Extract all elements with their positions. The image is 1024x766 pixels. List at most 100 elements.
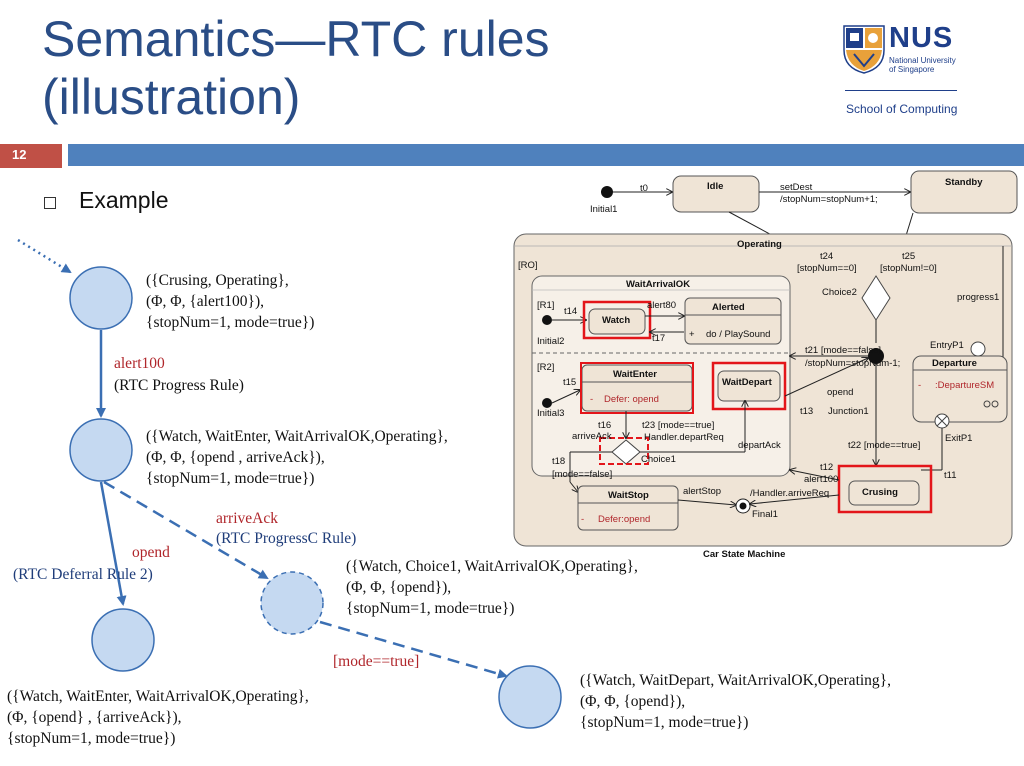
waitstop-label: WaitStop	[608, 490, 649, 501]
idle-label: Idle	[707, 181, 724, 192]
title-line-2: (illustration)	[42, 69, 301, 125]
t17-label: t17	[652, 333, 666, 344]
state-1-line-2: (Φ, Φ, {alert100}),	[146, 293, 265, 310]
waitenter-label: WaitEnter	[613, 369, 657, 380]
handler-depart-label: Handler.departReq	[644, 432, 724, 443]
logo-line-2: of Singapore	[889, 65, 935, 74]
state-5-line-1: ({Watch, WaitDepart, WaitArrivalOK,Opera…	[580, 672, 891, 689]
crusing-label: Crusing	[862, 487, 898, 498]
initial2-dot	[542, 315, 552, 325]
ro-label: [RO]	[518, 260, 538, 271]
state-node-4	[91, 608, 155, 672]
waitstop-state	[577, 485, 679, 531]
choice2-label: Choice2	[822, 287, 857, 298]
watch-state	[588, 308, 646, 335]
t14-label: t14	[564, 306, 578, 317]
state-1-label: ({Crusing, Operating}, (Φ, Φ, {alert100}…	[146, 270, 314, 333]
idle-state	[672, 175, 760, 213]
defer-opend2-label: Defer:opend	[598, 514, 651, 525]
highlight-crusing	[837, 464, 933, 514]
entryp1-label: EntryP1	[930, 340, 964, 351]
state-2-line-2: (Φ, Φ, {opend , arriveAck}),	[146, 449, 325, 466]
nus-crest-icon	[843, 25, 885, 74]
state-3-label: ({Watch, Choice1, WaitArrivalOK,Operatin…	[346, 556, 638, 619]
alerted-label: Alerted	[712, 302, 745, 313]
logo-divider	[845, 90, 957, 91]
state-1-line-3: {stopNum=1, mode=true})	[146, 314, 315, 331]
state-node-2	[69, 418, 133, 482]
edge-1-event: alert100	[114, 355, 165, 372]
initial1-label: Initial1	[590, 204, 618, 215]
logo-abbr: NUS	[889, 22, 954, 54]
logo-line-1: National University	[889, 56, 956, 65]
state-node-5	[498, 665, 562, 729]
crusing-state	[848, 480, 920, 506]
slide-number-box	[0, 144, 62, 168]
r2-label: [R2]	[537, 362, 555, 373]
edge-1-rule: (RTC Progress Rule)	[114, 377, 244, 394]
setdest-label: setDest	[780, 182, 813, 193]
alertstop-label: alertStop	[683, 486, 722, 497]
t21-label: t21 [mode==false]	[805, 345, 882, 356]
t12-label: t12	[820, 462, 834, 473]
t22-label: t22 [mode==true]	[848, 440, 921, 451]
entryp1-point	[970, 341, 986, 357]
state-4-label: ({Watch, WaitEnter, WaitArrivalOK,Operat…	[7, 686, 309, 749]
state-3-line-2: (Φ, Φ, {opend}),	[346, 579, 452, 596]
t18-label: t18	[552, 456, 566, 467]
waitenter-minus: -	[590, 394, 594, 405]
t24-guard-label: [stopNum==0]	[797, 263, 857, 274]
t16-label: t16	[598, 420, 612, 431]
state-2-line-1: ({Watch, WaitEnter, WaitArrivalOK,Operat…	[146, 428, 448, 445]
defer-opend-label: Defer: opend	[604, 394, 659, 405]
arriveack-label: arriveAck	[572, 431, 612, 442]
exitp1-label: ExitP1	[945, 433, 973, 444]
incoming-edge	[17, 238, 72, 274]
initial1-dot	[601, 186, 613, 198]
t11-label: t11	[944, 470, 957, 481]
edge-mode-true	[319, 620, 508, 679]
t21-action-label: /stopNum=stopNum-1;	[805, 358, 901, 369]
state-2-label: ({Watch, WaitEnter, WaitArrivalOK,Operat…	[146, 426, 448, 489]
logo-school: School of Computing	[846, 102, 958, 116]
initial2-label: Initial2	[537, 336, 565, 347]
edge-3-event: arriveAck	[216, 510, 278, 527]
logo-university: National University of Singapore	[889, 56, 956, 74]
state-1-line-1: ({Crusing, Operating},	[146, 272, 289, 289]
t18-guard-label: [mode==false]	[552, 469, 613, 480]
state-2-line-3: {stopNum=1, mode=true})	[146, 470, 315, 487]
initial3-dot	[542, 398, 552, 408]
final1-label: Final1	[752, 509, 778, 520]
progress1-label: progress1	[957, 292, 1000, 303]
alert80-label: alert80	[647, 300, 677, 311]
state-3-line-3: {stopNum=1, mode=true})	[346, 600, 515, 617]
title-line-1: Semantics—RTC rules	[42, 11, 550, 67]
departure-sub-label: :DepartureSM	[935, 380, 995, 391]
slide-number: 12	[12, 147, 27, 162]
initial3-label: Initial3	[537, 408, 565, 419]
t25-label: t25	[902, 251, 916, 262]
title-bar	[68, 144, 1024, 166]
alert100-label: alert100	[804, 474, 839, 485]
state-node-1	[69, 266, 133, 330]
t23-label: t23 [mode==true]	[642, 420, 715, 431]
alerted-plus: +	[689, 329, 695, 340]
highlight-watch	[582, 300, 652, 340]
highlight-waitdepart	[711, 361, 787, 411]
highlight-waitenter	[580, 362, 694, 414]
standby-state	[910, 170, 1018, 214]
t25-guard-label: [stopNum!=0]	[880, 263, 937, 274]
edge-2-event: opend	[132, 544, 170, 561]
departure-state	[912, 355, 1008, 423]
t0-label: t0	[640, 183, 648, 194]
choice1-label: Choice1	[641, 454, 676, 465]
state-4-line-2: (Φ, {opend} , {arriveAck}),	[7, 709, 182, 726]
setdest-action-label: /stopNum=stopNum+1;	[780, 194, 878, 205]
waitdepart-state	[717, 370, 781, 402]
state-5-line-3: {stopNum=1, mode=true})	[580, 714, 749, 731]
edge-4-guard: [mode==true]	[333, 653, 420, 670]
t15-label: t15	[563, 377, 577, 388]
standby-label: Standby	[945, 177, 983, 188]
junction1-dot	[868, 348, 884, 364]
